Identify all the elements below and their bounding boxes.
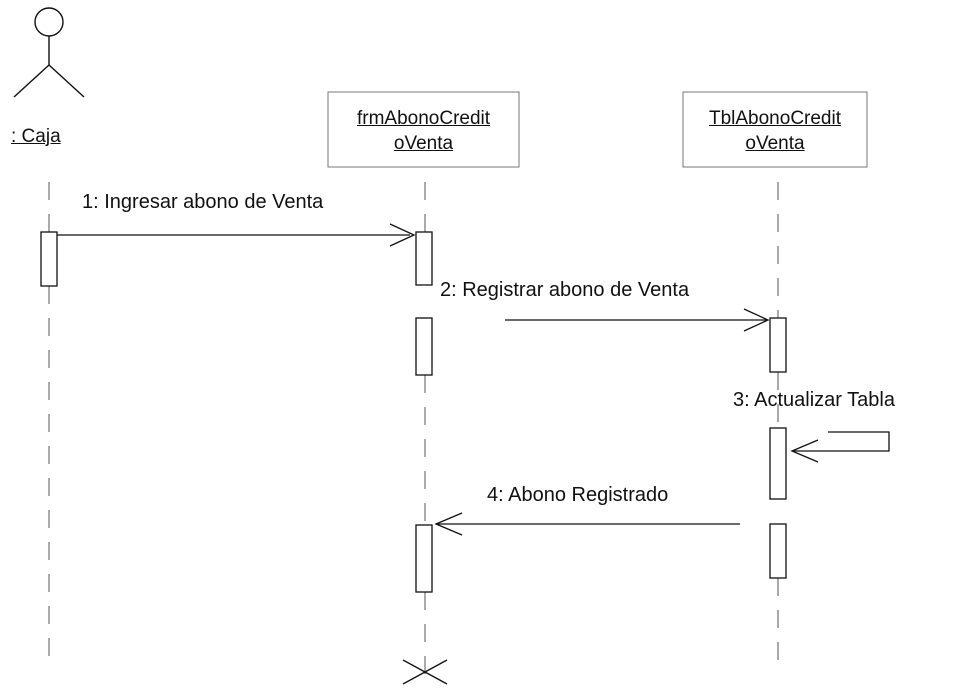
- actor-caja-label: : Caja: [11, 126, 61, 147]
- activation-tbl-3: [769, 523, 787, 579]
- message-3-label: 3: Actualizar Tabla: [733, 389, 895, 411]
- message-2-label: 2: Registrar abono de Venta: [440, 279, 690, 301]
- destroy-x-icon: [402, 659, 448, 685]
- message-4-arrow: [434, 512, 740, 536]
- object-box-tbl: [682, 91, 868, 168]
- object-frm-label-line1: frmAbonoCredit: [356, 108, 491, 129]
- actor-stick-figure: [13, 7, 85, 98]
- actor-left-leg: [13, 64, 50, 98]
- activation-caja: [40, 231, 58, 287]
- message-3-arrow: [790, 431, 890, 463]
- activation-frm-1: [415, 231, 433, 286]
- object-tbl-label: TblAbonoCredit oVenta: [683, 106, 867, 156]
- object-tbl-label-line1: TblAbonoCredit: [708, 108, 842, 129]
- object-frm-label: frmAbonoCredit oVenta: [328, 106, 519, 156]
- actor-head: [34, 7, 64, 37]
- activation-frm-2: [415, 317, 433, 376]
- message-1-arrow: [57, 223, 416, 247]
- object-frm-label-line2: oVenta: [393, 133, 454, 154]
- object-tbl-label-line2: oVenta: [745, 133, 805, 154]
- activation-frm-3: [415, 524, 433, 593]
- actor-right-leg: [48, 64, 85, 98]
- activation-tbl-2: [769, 427, 787, 500]
- message-1-label: 1: Ingresar abono de Venta: [82, 191, 324, 213]
- message-4-label: 4: Abono Registrado: [487, 484, 669, 506]
- activation-tbl-1: [769, 317, 787, 373]
- message-2-arrow: [505, 308, 770, 332]
- object-box-frm: [327, 91, 520, 168]
